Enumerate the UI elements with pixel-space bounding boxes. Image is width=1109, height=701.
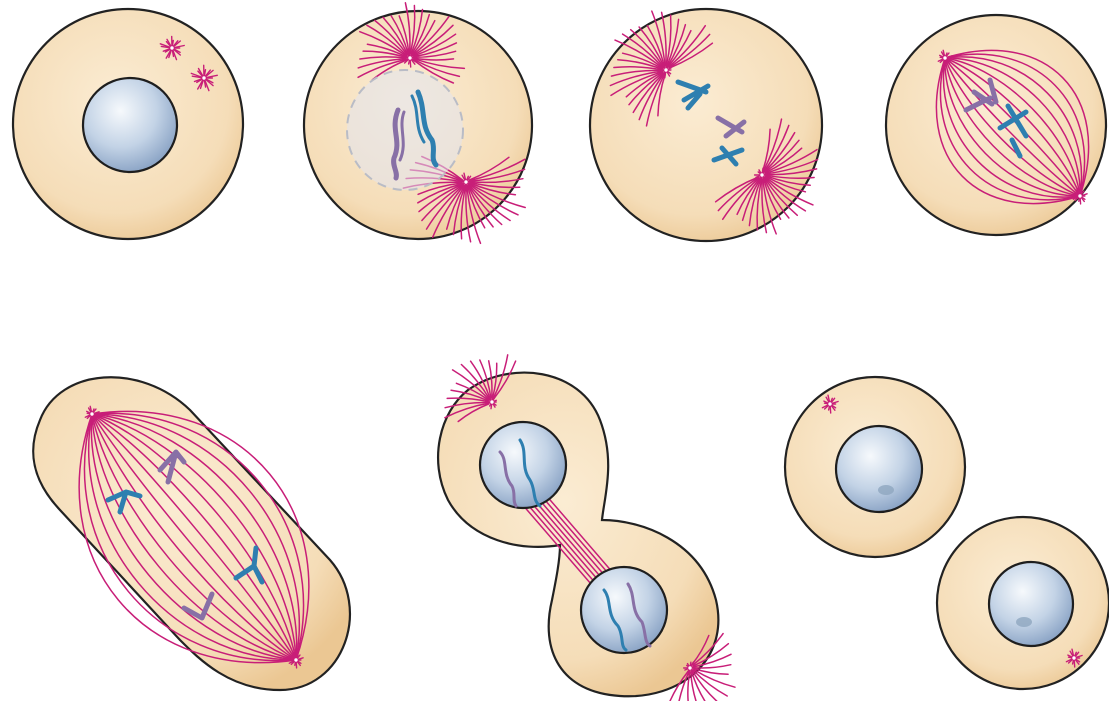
centriole <box>464 180 468 184</box>
nucleus <box>83 78 177 172</box>
metaphase-cell <box>886 15 1106 235</box>
centriole <box>688 666 692 670</box>
centriole <box>1072 656 1076 660</box>
centriole <box>1078 194 1082 198</box>
prometaphase-cell <box>590 9 822 241</box>
prophase-cell <box>304 3 532 244</box>
centriole <box>490 400 494 404</box>
nucleolus <box>878 485 894 495</box>
centriole <box>90 412 94 416</box>
aster-fiber <box>694 670 735 688</box>
cell-membrane <box>886 15 1106 235</box>
dissolving-nuclear-envelope <box>347 70 463 190</box>
centriole <box>202 76 206 80</box>
centriole <box>664 68 668 72</box>
telophase-cell <box>438 355 735 701</box>
anaphase-cell <box>33 377 350 690</box>
nucleolus <box>1016 617 1032 627</box>
centriole <box>170 46 174 50</box>
centriole <box>828 402 832 406</box>
cell-membrane <box>33 377 350 690</box>
nucleus <box>989 562 1073 646</box>
cell-membrane <box>438 373 718 697</box>
centriole <box>408 56 412 60</box>
interphase-cell <box>13 9 243 239</box>
nucleus <box>581 567 667 653</box>
centriole <box>943 56 947 60</box>
nucleus <box>480 422 566 508</box>
centriole <box>760 173 764 177</box>
daughter-cell-top <box>785 377 965 557</box>
daughter-cell-bottom <box>937 517 1109 689</box>
centriole <box>294 658 298 662</box>
nucleus <box>836 426 922 512</box>
